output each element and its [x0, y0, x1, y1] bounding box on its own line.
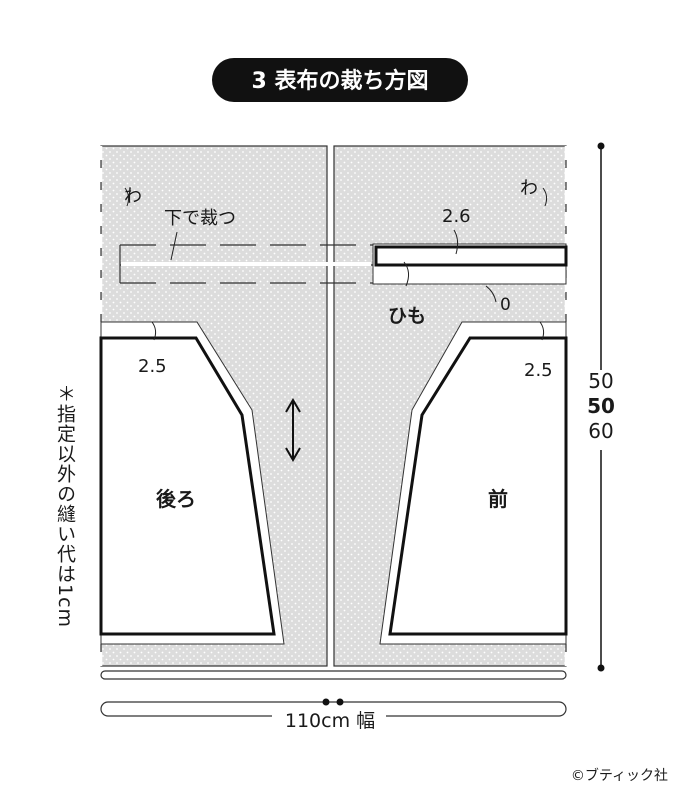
himo-seam-label: 2.6 — [442, 206, 471, 227]
cut-below-label: 下で裁つ — [164, 208, 236, 229]
height-value-1: 50 — [588, 369, 613, 393]
right-seam-label: 2.5 — [524, 360, 553, 381]
height-value-3: 60 — [588, 419, 613, 443]
back-piece-label: 後ろ — [156, 487, 196, 511]
height-value-2: 50 — [587, 394, 615, 418]
himo-label: ひも — [388, 305, 426, 327]
himo-strip — [374, 245, 568, 267]
copyright: ©ブティック社 — [571, 767, 668, 784]
front-piece — [388, 336, 568, 636]
fabric-edge-bar — [100, 670, 567, 680]
himo-zero-label: 0 — [500, 295, 511, 315]
front-piece-label: 前 — [488, 487, 508, 511]
fold-label-right: わ — [520, 178, 538, 199]
back-piece — [99, 336, 276, 636]
title-badge: 3 表布の裁ち方図 — [212, 58, 468, 102]
grain-arrow-icon — [285, 398, 301, 462]
height-dimension: 50 50 60 — [587, 142, 615, 672]
width-value: 110cm 幅 — [285, 710, 375, 732]
diagram-title: 3 表布の裁ち方図 — [252, 68, 429, 94]
width-dimension: 110cm 幅 — [100, 698, 567, 732]
fold-label-left: わ — [124, 186, 142, 207]
left-seam-label: 2.5 — [138, 356, 167, 377]
seam-allowance-note: ＊指定以外の縫い代は1cm — [54, 384, 76, 629]
